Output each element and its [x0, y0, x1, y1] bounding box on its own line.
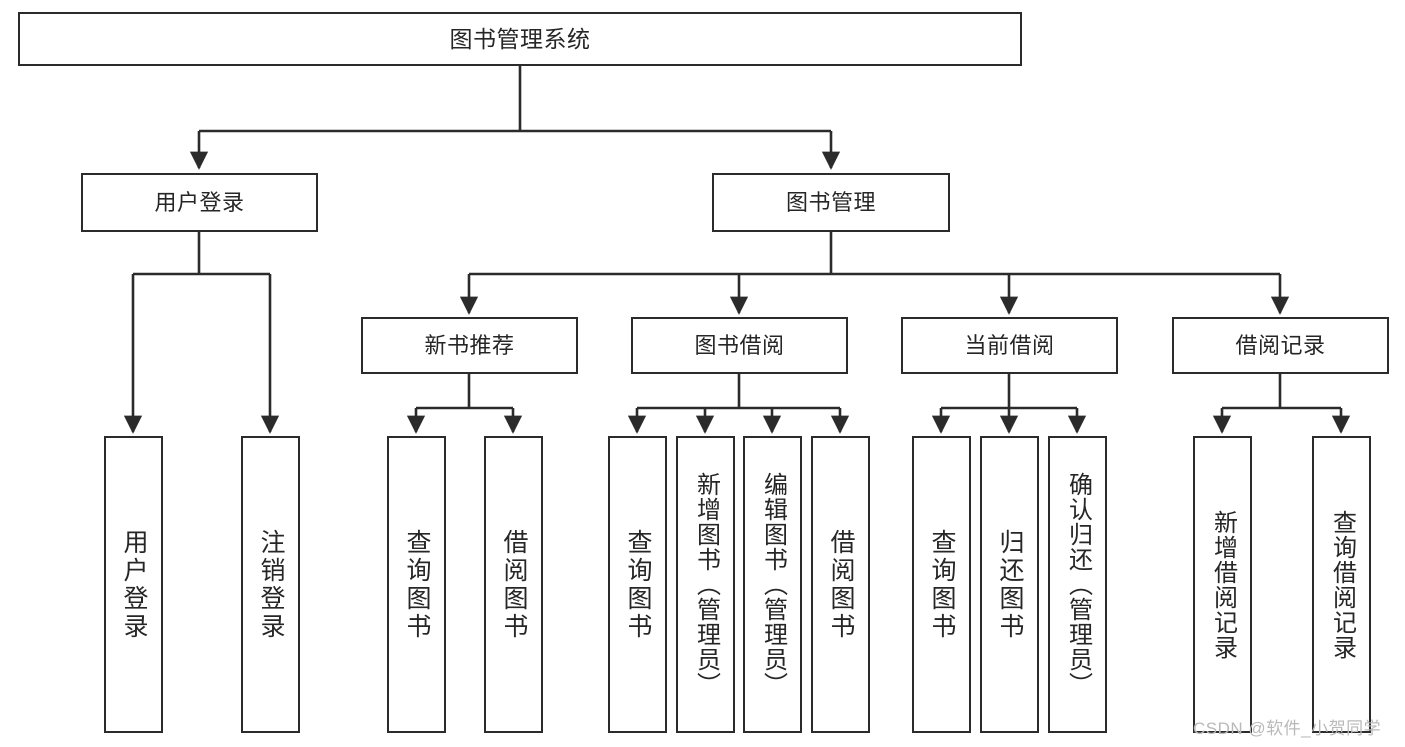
leaf-borrow-record-query-record[interactable]: 查询借阅记录 [1312, 436, 1371, 733]
watermark-text: CSDN @软件_小贺同学 [1193, 719, 1382, 738]
node-label: 查询图书 [403, 528, 431, 641]
node-label: 当前借阅 [964, 332, 1055, 358]
leaf-current-borrow-return-book[interactable]: 归还图书 [980, 436, 1039, 733]
node-root-system[interactable]: 图书管理系统 [18, 12, 1022, 66]
leaf-current-borrow-query-book[interactable]: 查询图书 [912, 436, 971, 733]
node-label: 图书管理系统 [449, 25, 591, 52]
leaf-new-book-borrow-book[interactable]: 借阅图书 [484, 436, 543, 733]
leaf-new-book-query-book[interactable]: 查询图书 [387, 436, 446, 733]
node-label: 编辑图书（管理员） [759, 472, 787, 697]
node-label: 借阅记录 [1235, 332, 1326, 358]
node-new-book-recommend[interactable]: 新书推荐 [361, 317, 578, 374]
node-current-borrow[interactable]: 当前借阅 [901, 317, 1118, 374]
node-label: 图书管理 [785, 189, 876, 215]
node-label: 图书借阅 [694, 332, 785, 358]
leaf-book-borrow-borrow-book[interactable]: 借阅图书 [811, 436, 870, 733]
node-label: 新增图书（管理员） [692, 472, 720, 697]
node-label: 确认归还（管理员） [1064, 472, 1092, 697]
leaf-current-borrow-confirm-return-admin[interactable]: 确认归还（管理员） [1048, 436, 1107, 733]
leaf-borrow-record-add-record[interactable]: 新增借阅记录 [1193, 436, 1252, 733]
node-label: 注销登录 [257, 528, 285, 641]
node-label: 用户登录 [120, 528, 148, 641]
node-label: 借阅图书 [827, 528, 855, 641]
node-user-login[interactable]: 用户登录 [81, 173, 318, 232]
leaf-book-borrow-edit-book-admin[interactable]: 编辑图书（管理员） [743, 436, 802, 733]
node-label: 新增借阅记录 [1209, 509, 1237, 660]
node-borrow-record[interactable]: 借阅记录 [1172, 317, 1389, 374]
node-label: 查询图书 [624, 528, 652, 641]
leaf-user-login-logout[interactable]: 注销登录 [241, 436, 300, 733]
leaf-book-borrow-query-book[interactable]: 查询图书 [608, 436, 667, 733]
node-label: 查询图书 [928, 528, 956, 641]
node-label: 查询借阅记录 [1328, 509, 1356, 660]
node-book-management[interactable]: 图书管理 [712, 173, 950, 232]
node-label: 新书推荐 [424, 332, 515, 358]
node-label: 用户登录 [154, 189, 245, 215]
leaf-user-login-login[interactable]: 用户登录 [104, 436, 163, 733]
node-label: 归还图书 [996, 528, 1024, 641]
node-book-borrow[interactable]: 图书借阅 [631, 317, 848, 374]
node-label: 借阅图书 [500, 528, 528, 641]
leaf-book-borrow-add-book-admin[interactable]: 新增图书（管理员） [676, 436, 735, 733]
